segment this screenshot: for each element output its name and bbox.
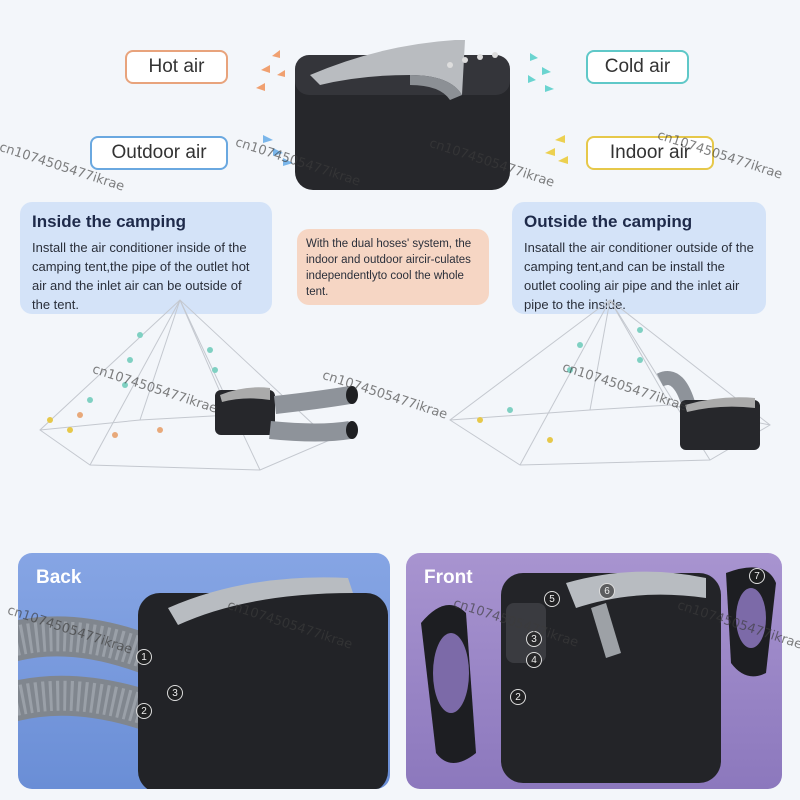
outside-camping-box: Outside the camping Insatall the air con… <box>512 202 766 314</box>
cold-air-arrows <box>520 45 565 100</box>
back-callout-3: 3 <box>167 685 183 701</box>
left-tent-illustration <box>30 290 390 485</box>
front-callout-7: 7 <box>749 568 765 584</box>
back-callout-1: 1 <box>136 649 152 665</box>
hot-air-label: Hot air <box>125 50 228 84</box>
top-unit <box>290 35 520 195</box>
outside-camping-text: Insatall the air conditioner outside of … <box>524 240 754 312</box>
dual-hose-text: With the dual hoses' system, the indoor … <box>306 238 472 298</box>
indoor-air-label: Indoor air <box>586 136 714 170</box>
dual-hose-box: With the dual hoses' system, the indoor … <box>297 229 489 305</box>
front-panel: Front 2 3 4 5 6 7 <box>406 553 782 789</box>
back-title: Back <box>36 567 82 588</box>
inside-camping-text: Install the air conditioner inside of th… <box>32 240 250 312</box>
front-callout-5: 5 <box>544 591 560 607</box>
inside-camping-title: Inside the camping <box>32 212 186 231</box>
hot-air-arrows <box>250 45 295 100</box>
back-callout-2: 2 <box>136 703 152 719</box>
front-title: Front <box>424 567 473 588</box>
back-panel: Back 1 2 3 <box>18 553 390 789</box>
front-callout-4: 4 <box>526 652 542 668</box>
indoor-air-arrows <box>530 130 575 175</box>
front-callout-2: 2 <box>510 689 526 705</box>
outdoor-air-label: Outdoor air <box>90 136 228 170</box>
inside-camping-box: Inside the camping Install the air condi… <box>20 202 272 314</box>
outside-camping-title: Outside the camping <box>524 212 693 231</box>
front-callout-6: 6 <box>599 583 615 599</box>
right-tent-illustration <box>440 290 780 485</box>
front-callout-3: 3 <box>526 631 542 647</box>
cold-air-label: Cold air <box>586 50 689 84</box>
outdoor-air-arrows <box>258 130 303 175</box>
